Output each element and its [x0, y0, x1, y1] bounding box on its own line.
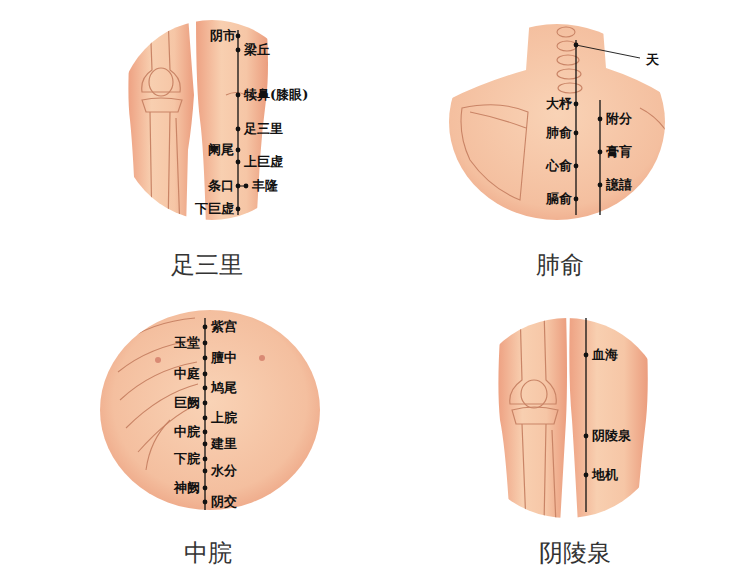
- acupoint-label: 中庭: [174, 366, 200, 382]
- acupoint-label: 梁丘: [244, 42, 270, 58]
- acupoint-panel: 足三里: [107, 16, 307, 288]
- leg-figure: [498, 310, 647, 525]
- meridian-line: [584, 318, 589, 512]
- acupoint-label: 条口: [208, 178, 234, 194]
- acupoint-label: 附分: [606, 111, 632, 127]
- torso-figure: [95, 305, 325, 520]
- panel-caption: 足三里: [171, 251, 243, 280]
- acupoint-label: 神阙: [174, 480, 200, 496]
- acupoint-label: 膈俞: [546, 191, 572, 207]
- acupoint-label: 譩譆: [606, 177, 632, 193]
- panel-caption: 肺俞: [536, 251, 584, 280]
- acupoint-label: 大杼: [546, 96, 572, 112]
- acupoint-label: 地机: [592, 467, 618, 483]
- acupoint-label: 犊鼻(膝眼): [244, 87, 308, 103]
- acupoint-label: 阴市: [210, 28, 236, 44]
- acupoint-label: 膻中: [211, 350, 237, 366]
- acupoint-label: 巨阙: [174, 395, 200, 411]
- acupoint-label: 上脘: [211, 410, 237, 426]
- acupoint-label: 下脘: [174, 451, 200, 467]
- acupoint-label: 紫宫: [211, 319, 237, 335]
- acupoint-label: 心俞: [546, 158, 572, 174]
- acupoint-label: 鸠尾: [211, 380, 237, 396]
- acupoint-label: 血海: [592, 347, 618, 363]
- meridian-line: [574, 40, 640, 215]
- acupoint-label: 阴交: [211, 494, 237, 510]
- panel-caption: 中脘: [184, 539, 232, 568]
- acupoint-label: 水分: [211, 463, 237, 479]
- acupoint-label: 玉堂: [174, 335, 200, 351]
- acupoint-panel: 肺俞: [446, 20, 670, 288]
- back-figure: [430, 15, 685, 235]
- panel-caption: 阴陵泉: [539, 539, 611, 568]
- acupoint-label: 足三里: [244, 121, 283, 137]
- acupoint-label: 建里: [211, 436, 237, 452]
- acupoint-panel: 阴陵泉: [464, 314, 670, 578]
- acupoint-label: 中脘: [174, 424, 200, 440]
- meridian-line: [203, 318, 208, 510]
- acupoint-label: 天: [646, 52, 659, 68]
- acupoint-label: 阑尾: [208, 142, 234, 158]
- acupoint-label: 丰隆: [252, 178, 278, 194]
- acupoint-label: 下巨虚: [195, 201, 234, 217]
- acupoint-label: 阴陵泉: [592, 428, 631, 444]
- acupoint-label: 上巨虚: [244, 154, 283, 170]
- acupoint-panel: 中脘: [96, 306, 320, 578]
- acupoint-label: 肺俞: [546, 125, 572, 141]
- acupoint-label: 膏肓: [606, 144, 632, 160]
